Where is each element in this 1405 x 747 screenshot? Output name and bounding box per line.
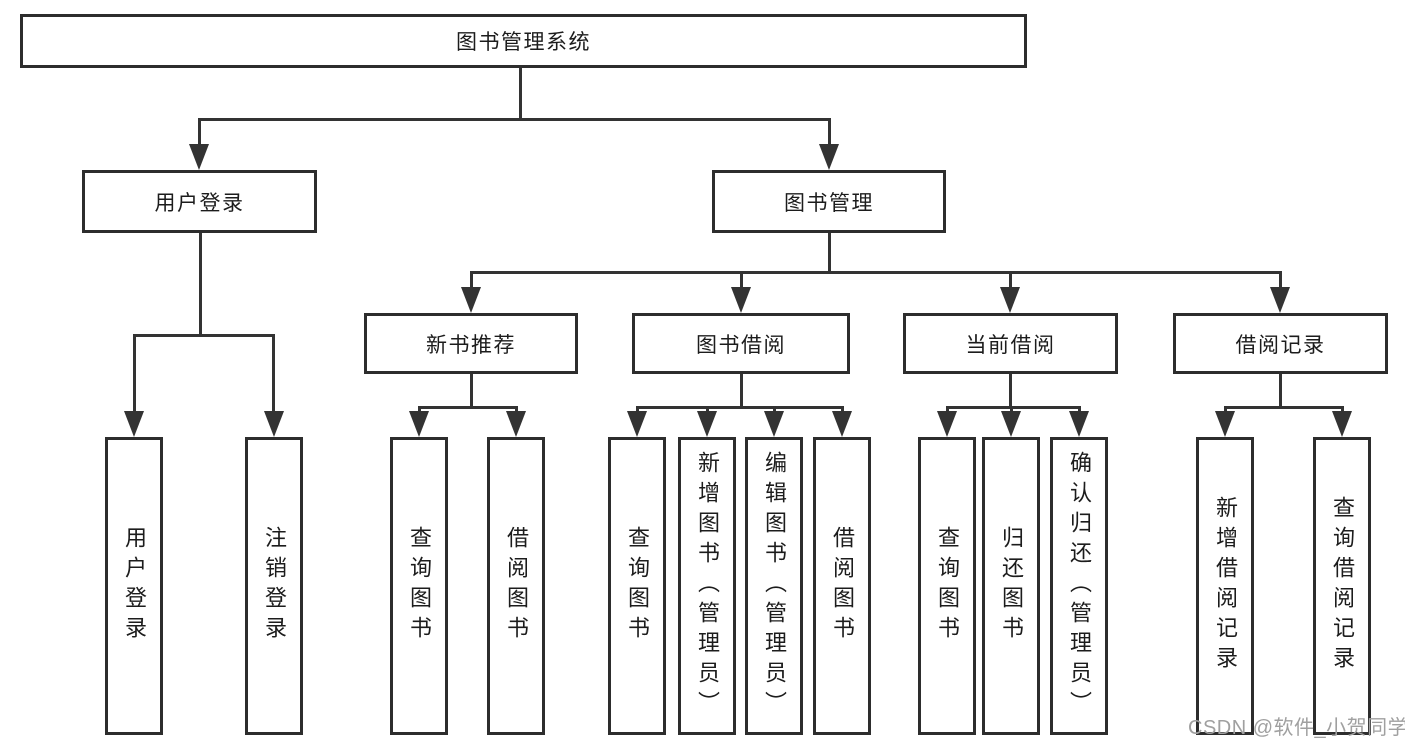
connector-arrowhead	[1000, 287, 1020, 313]
leaf-label: 借阅图书	[830, 526, 855, 646]
node-user-login-label: 用户登录	[154, 191, 245, 215]
leaf-label: 编辑图书（管理员）	[762, 451, 787, 721]
connector-line	[1279, 373, 1282, 409]
leaf-label: 确认归还（管理员）	[1067, 451, 1092, 721]
connector-line	[946, 406, 1081, 409]
node-book-borrow: 图书借阅	[632, 313, 850, 374]
leaf-label: 归还图书	[999, 526, 1024, 646]
connector-arrowhead	[819, 144, 839, 170]
leaf-label: 查询借阅记录	[1330, 496, 1355, 676]
connector-line	[272, 334, 275, 414]
connector-line	[828, 233, 831, 273]
leaf-borrow-book-1: 借阅图书	[487, 437, 545, 735]
leaf-borrow-book-2: 借阅图书	[813, 437, 871, 735]
node-current-borrow-label: 当前借阅	[965, 333, 1056, 357]
connector-line	[418, 406, 518, 409]
node-new-book-recommend: 新书推荐	[364, 313, 578, 374]
connector-line	[740, 271, 743, 291]
leaf-label: 查询图书	[935, 526, 960, 646]
leaf-label: 新增图书（管理员）	[695, 451, 720, 721]
connector-arrowhead	[627, 411, 647, 437]
connector-line	[470, 271, 1282, 274]
connector-arrowhead	[1001, 411, 1021, 437]
connector-line	[1279, 271, 1282, 291]
leaf-return-book: 归还图书	[982, 437, 1040, 735]
connector-line	[470, 373, 473, 409]
node-root-library-system: 图书管理系统	[20, 14, 1027, 68]
node-user-login: 用户登录	[82, 170, 317, 233]
node-book-borrow-label: 图书借阅	[696, 333, 786, 357]
connector-arrowhead	[1332, 411, 1352, 437]
leaf-query-book-2: 查询图书	[608, 437, 666, 735]
connector-arrowhead	[506, 411, 526, 437]
node-book-management-label: 图书管理	[784, 191, 874, 215]
connector-line	[636, 406, 844, 409]
node-borrow-records: 借阅记录	[1173, 313, 1388, 374]
leaf-label: 查询图书	[407, 526, 432, 646]
leaf-query-book-1: 查询图书	[390, 437, 448, 735]
connector-line	[515, 406, 518, 414]
leaf-label: 用户登录	[122, 526, 147, 646]
leaf-query-book-3: 查询图书	[918, 437, 976, 735]
connector-line	[706, 406, 709, 414]
connector-line	[198, 118, 831, 121]
leaf-confirm-return-admin: 确认归还（管理员）	[1050, 437, 1108, 735]
connector-arrowhead	[1069, 411, 1089, 437]
connector-line	[1009, 373, 1012, 409]
connector-line	[1224, 406, 1344, 409]
connector-line	[946, 406, 949, 414]
leaf-user-login: 用户登录	[105, 437, 163, 735]
connector-arrowhead	[697, 411, 717, 437]
connector-line	[1010, 406, 1013, 414]
node-root-label: 图书管理系统	[456, 31, 591, 54]
connector-line	[1009, 271, 1012, 291]
connector-arrowhead	[124, 411, 144, 437]
connector-line	[133, 334, 136, 414]
connector-line	[1224, 406, 1227, 414]
leaf-add-book-admin: 新增图书（管理员）	[678, 437, 736, 735]
connector-arrowhead	[1270, 287, 1290, 313]
connector-line	[828, 118, 831, 148]
leaf-query-borrow-record: 查询借阅记录	[1313, 437, 1371, 735]
leaf-label: 新增借阅记录	[1213, 496, 1238, 676]
connector-line	[470, 271, 473, 291]
connector-line	[1078, 406, 1081, 414]
connector-line	[636, 406, 639, 414]
node-new-book-recommend-label: 新书推荐	[426, 333, 516, 357]
leaf-label: 借阅图书	[504, 526, 529, 646]
leaf-label: 注销登录	[262, 526, 287, 646]
connector-arrowhead	[189, 144, 209, 170]
node-current-borrow: 当前借阅	[903, 313, 1118, 374]
connector-arrowhead	[264, 411, 284, 437]
connector-arrowhead	[1215, 411, 1235, 437]
connector-arrowhead	[731, 287, 751, 313]
connector-arrowhead	[764, 411, 784, 437]
node-borrow-records-label: 借阅记录	[1235, 333, 1326, 357]
leaf-add-borrow-record: 新增借阅记录	[1196, 437, 1254, 735]
leaf-edit-book-admin: 编辑图书（管理员）	[745, 437, 803, 735]
connector-line	[199, 232, 202, 337]
connector-line	[841, 406, 844, 414]
connector-line	[418, 406, 421, 414]
connector-line	[773, 406, 776, 414]
connector-line	[133, 334, 275, 337]
leaf-logout: 注销登录	[245, 437, 303, 735]
connector-line	[740, 373, 743, 409]
connector-arrowhead	[937, 411, 957, 437]
connector-arrowhead	[461, 287, 481, 313]
csdn-watermark: CSDN @软件_小贺同学	[1188, 717, 1405, 739]
connector-line	[198, 118, 201, 148]
leaf-label: 查询图书	[625, 526, 650, 646]
connector-line	[519, 68, 522, 120]
connector-line	[1341, 406, 1344, 414]
node-book-management: 图书管理	[712, 170, 946, 233]
connector-arrowhead	[409, 411, 429, 437]
connector-arrowhead	[832, 411, 852, 437]
